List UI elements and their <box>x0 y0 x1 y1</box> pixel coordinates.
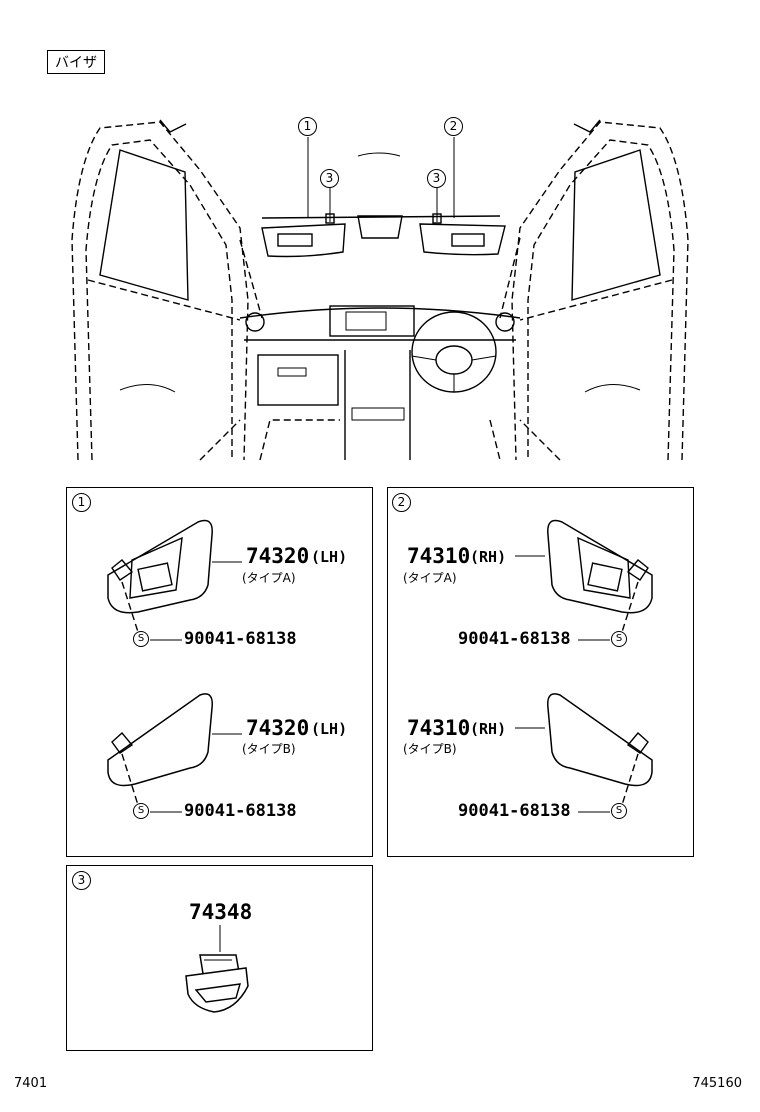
bolt-part-number[interactable]: 90041-68138 <box>184 629 297 649</box>
section-tag: バイザ <box>47 50 105 74</box>
bolt-s-mark: S <box>133 631 149 647</box>
panel-lh-visor <box>66 487 373 857</box>
part-number-74320-a[interactable]: 74320 <box>246 544 310 568</box>
callout-3-left: 3 <box>320 169 339 188</box>
panel-rh-visor <box>387 487 694 857</box>
bolt-part-number[interactable]: 90041-68138 <box>458 629 571 649</box>
type-label: (タイプB) <box>242 742 296 756</box>
callout-1: 1 <box>298 117 317 136</box>
callout-2: 2 <box>444 117 463 136</box>
bolt-s-mark: S <box>611 631 627 647</box>
type-label: (タイプA) <box>242 571 296 585</box>
bolt-part-number[interactable]: 90041-68138 <box>184 801 297 821</box>
side-label: (LH) <box>311 548 348 566</box>
panel-visor-clip <box>66 865 373 1051</box>
type-label: (タイプA) <box>403 571 457 585</box>
bolt-s-mark: S <box>133 803 149 819</box>
part-number-74310-b[interactable]: 74310 <box>407 716 471 740</box>
part-number-74310-a[interactable]: 74310 <box>407 544 471 568</box>
type-label: (タイプB) <box>403 742 457 756</box>
footer-page-code: 7401 <box>14 1076 48 1091</box>
part-number-74348[interactable]: 74348 <box>189 900 253 924</box>
panel-1-index: 1 <box>72 493 91 512</box>
panel-2-index: 2 <box>392 493 411 512</box>
callout-3-right: 3 <box>427 169 446 188</box>
footer-figure-number: 745160 <box>692 1076 742 1091</box>
side-label: (RH) <box>470 548 507 566</box>
bolt-part-number[interactable]: 90041-68138 <box>458 801 571 821</box>
side-label: (LH) <box>311 720 348 738</box>
bolt-s-mark: S <box>611 803 627 819</box>
part-number-74320-b[interactable]: 74320 <box>246 716 310 740</box>
cabin-overview-diagram <box>71 119 689 461</box>
panel-3-index: 3 <box>72 871 91 890</box>
side-label: (RH) <box>470 720 507 738</box>
